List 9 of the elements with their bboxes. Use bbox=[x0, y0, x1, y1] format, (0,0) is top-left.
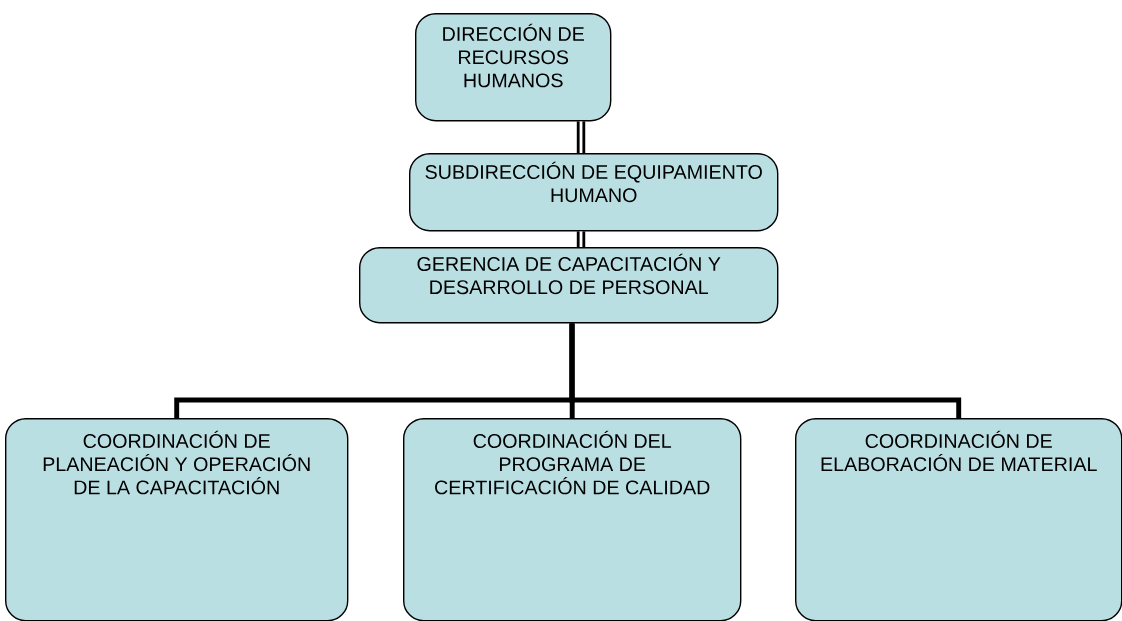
connector-line bbox=[576, 121, 586, 153]
org-box: GERENCIA DE CAPACITACIÓN Y DESARROLLO DE PERSONAL bbox=[359, 247, 779, 324]
org-box: COORDINACIÓN DE ELABORACIÓN DE MATERIAL bbox=[795, 418, 1122, 621]
connector-line bbox=[576, 231, 586, 247]
org-box: SUBDIRECCIÓN DE EQUIPAMIENTO HUMANO bbox=[409, 153, 779, 232]
connector-line bbox=[569, 323, 962, 418]
org-box: COORDINACIÓN DE PLANEACIÓN Y OPERACIÓN DE LA CAPACITACIÓN bbox=[5, 418, 349, 621]
org-box: DIRECCIÓN DE RECURSOS HUMANOS bbox=[415, 13, 612, 122]
org-box: COORDINACIÓN DEL PROGRAMA DE CERTIFICACIÓN DE CALIDAD bbox=[403, 418, 742, 621]
